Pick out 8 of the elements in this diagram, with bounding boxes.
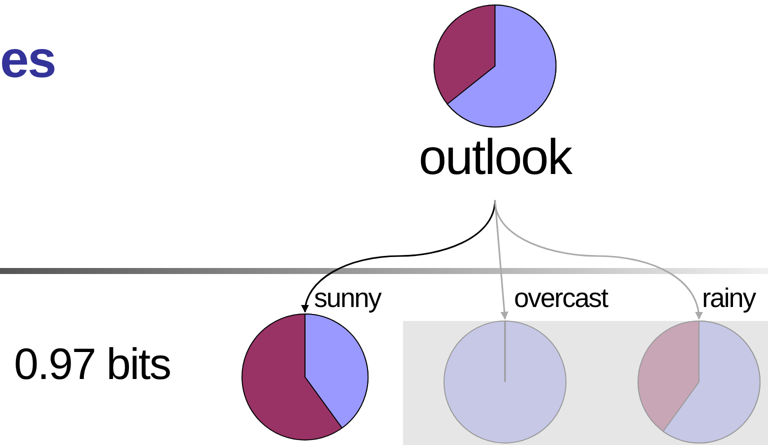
arrow: [302, 200, 496, 313]
edge-label: rainy: [702, 285, 756, 312]
edge-label: sunny: [314, 285, 381, 312]
entropy-value: 0.97 bits: [14, 343, 170, 387]
slide-title: es: [0, 34, 56, 86]
arrow: [494, 200, 702, 320]
node-label: outlook: [418, 132, 572, 182]
edge-label: overcast: [514, 285, 608, 312]
